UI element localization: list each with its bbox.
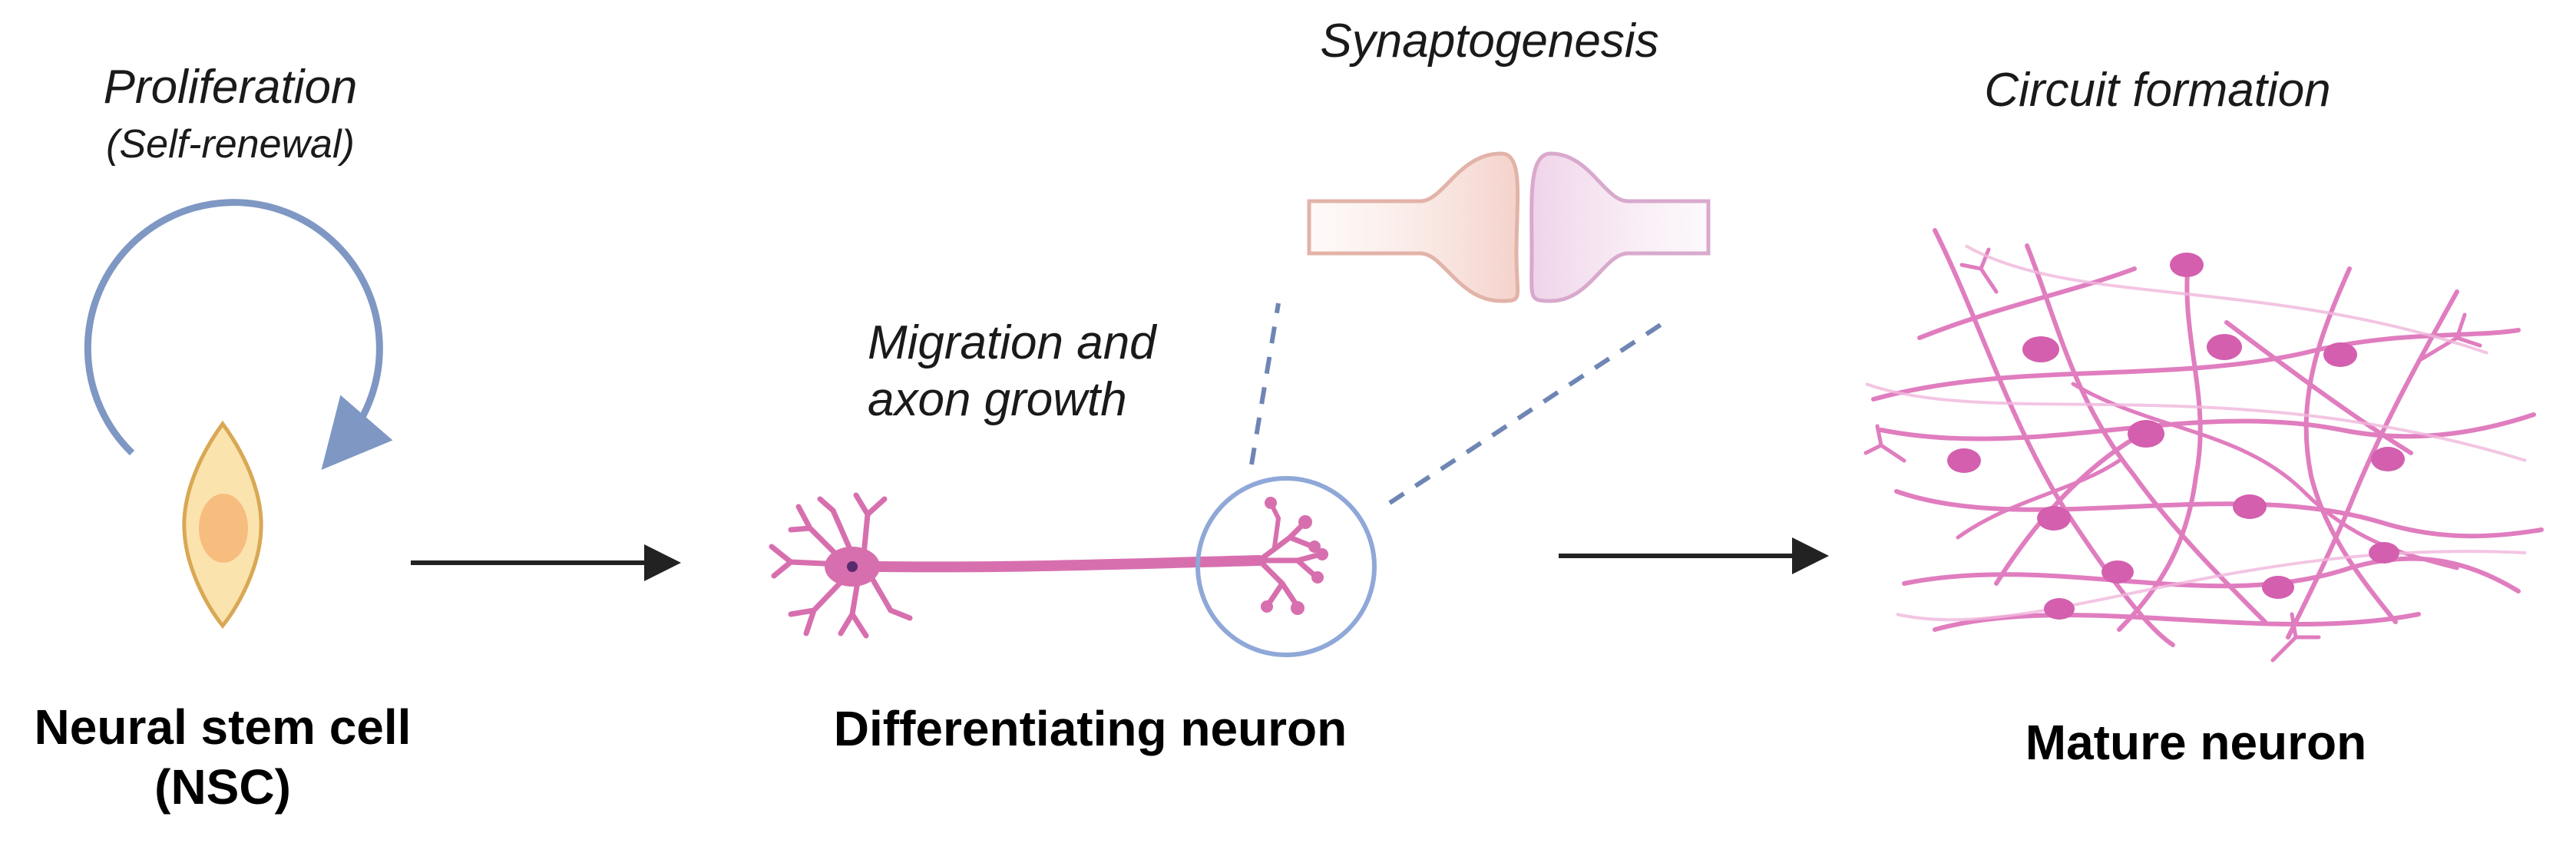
growth-cone-tips [1261, 497, 1328, 615]
synapse-icon [1307, 151, 1711, 303]
zoom-dash-left [1249, 302, 1281, 465]
migration-label: Migration and axon growth [868, 315, 1267, 429]
zoom-dash-right [1388, 316, 1672, 505]
circuit-formation-label: Circuit formation [1984, 64, 2331, 117]
proliferation-label: Proliferation [103, 61, 358, 114]
network-somas [1947, 253, 2405, 620]
migration-label-line2: axon growth [868, 373, 1127, 427]
migration-label-line1: Migration and [868, 316, 1156, 369]
nsc-label-line1: Neural stem cell [34, 699, 412, 755]
neuron-nucleus [847, 561, 858, 572]
neural-stem-cell-icon [182, 420, 263, 630]
self-renewal-label: (Self-renewal) [106, 122, 355, 167]
synaptogenesis-label: Synaptogenesis [1320, 15, 1659, 68]
nsc-label-line2: (NSC) [154, 759, 291, 815]
differentiating-neuron-label: Differentiating neuron [833, 701, 1348, 756]
differentiating-neuron-icon [769, 492, 1324, 639]
proliferation-cycle-arrow [84, 199, 393, 471]
mature-neuron-label: Mature neuron [2025, 715, 2367, 770]
network-faint-fibers [1865, 244, 2527, 622]
nsc-label: Neural stem cell (NSC) [0, 697, 445, 817]
zoom-circle [1195, 476, 1377, 657]
